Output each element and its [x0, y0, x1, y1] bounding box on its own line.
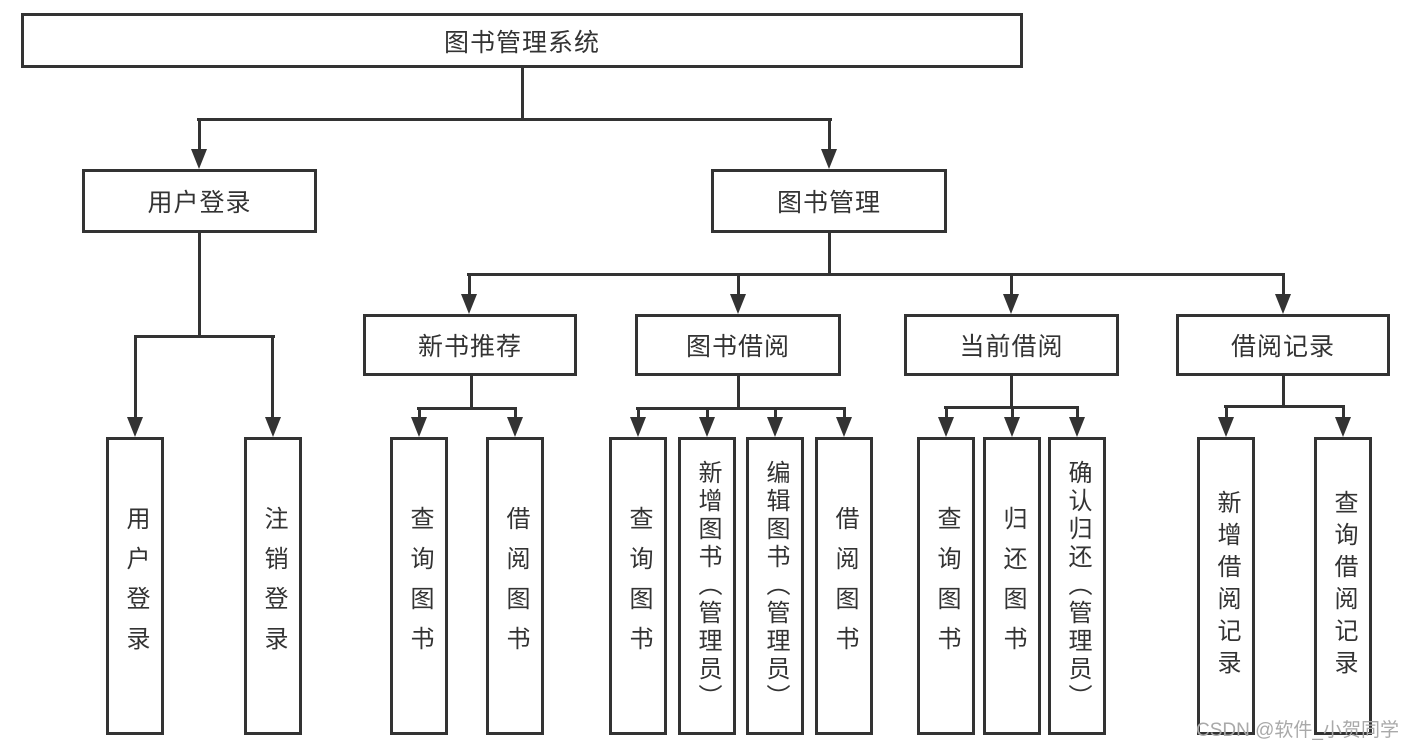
leaf-bb-edit-books-admin-label: 编辑图书（管理员）: [762, 460, 789, 712]
connector-line: [468, 273, 471, 296]
leaf-logout-label: 注销登录: [260, 506, 287, 666]
connector-line: [1342, 405, 1345, 419]
arrow-down-icon: [730, 294, 746, 314]
connector-line: [636, 407, 846, 410]
connector-line: [418, 407, 421, 419]
node-borrow-records-label: 借阅记录: [1230, 333, 1335, 361]
node-borrow-records: 借阅记录: [1176, 314, 1390, 376]
arrow-down-icon: [1069, 417, 1085, 437]
leaf-cb-confirm-return-admin-label: 确认归还（管理员）: [1064, 460, 1091, 712]
arrow-down-icon: [1218, 417, 1234, 437]
leaf-bb-query-books-label: 查询图书: [625, 506, 652, 666]
connector-line: [1010, 273, 1013, 296]
watermark: CSDN @软件_小贺同学: [1196, 720, 1399, 741]
node-new-book-recommend: 新书推荐: [363, 314, 577, 376]
connector-line: [134, 335, 275, 338]
arrow-down-icon: [1335, 417, 1351, 437]
connector-line: [470, 376, 473, 410]
leaf-br-add-record-label: 新增借阅记录: [1213, 490, 1240, 682]
node-book-borrow-label: 图书借阅: [685, 333, 790, 361]
leaf-cb-return-books-label: 归还图书: [999, 506, 1026, 666]
connector-line: [843, 407, 846, 419]
leaf-user-login: 用户登录: [106, 437, 164, 735]
leaf-cb-query-books: 查询图书: [917, 437, 975, 735]
leaf-bb-add-books-admin-label: 新增图书（管理员）: [694, 460, 721, 712]
connector-line: [1225, 405, 1228, 419]
arrow-down-icon: [1004, 417, 1020, 437]
arrow-down-icon: [411, 417, 427, 437]
connector-line: [1076, 406, 1079, 419]
leaf-bb-edit-books-admin: 编辑图书（管理员）: [746, 437, 804, 735]
leaf-cb-return-books: 归还图书: [983, 437, 1041, 735]
node-book-borrow: 图书借阅: [635, 314, 841, 376]
connector-line: [1282, 376, 1285, 408]
connector-line: [828, 118, 831, 151]
node-book-management-label: 图书管理: [776, 189, 881, 217]
node-book-management: 图书管理: [711, 169, 947, 233]
connector-line: [945, 406, 948, 419]
leaf-cb-confirm-return-admin: 确认归还（管理员）: [1048, 437, 1106, 735]
connector-line: [1224, 405, 1345, 408]
arrow-down-icon: [821, 149, 837, 169]
node-root-label: 图书管理系统: [443, 28, 600, 57]
connector-line: [706, 407, 709, 419]
connector-line: [737, 273, 740, 296]
leaf-bb-borrow-books-label: 借阅图书: [831, 506, 858, 666]
leaf-nb-borrow-books-label: 借阅图书: [502, 506, 529, 666]
connector-line: [774, 407, 777, 419]
leaf-nb-query-books-label: 查询图书: [406, 506, 433, 666]
connector-line: [737, 376, 740, 410]
node-root: 图书管理系统: [21, 13, 1023, 68]
connector-line: [637, 407, 640, 419]
connector-line: [514, 407, 517, 419]
arrow-down-icon: [507, 417, 523, 437]
connector-line: [1011, 406, 1014, 419]
node-user-login-label: 用户登录: [147, 189, 252, 217]
connector-line: [198, 118, 201, 151]
node-user-login: 用户登录: [82, 169, 317, 233]
connector-line: [828, 233, 831, 276]
leaf-nb-borrow-books: 借阅图书: [486, 437, 544, 735]
connector-line: [197, 118, 832, 121]
arrow-down-icon: [699, 417, 715, 437]
arrow-down-icon: [767, 417, 783, 437]
arrow-down-icon: [265, 417, 281, 437]
connector-line: [134, 335, 137, 417]
node-current-borrow: 当前借阅: [904, 314, 1119, 376]
leaf-cb-query-books-label: 查询图书: [933, 506, 960, 666]
leaf-logout: 注销登录: [244, 437, 302, 735]
leaf-bb-add-books-admin: 新增图书（管理员）: [678, 437, 736, 735]
leaf-user-login-label: 用户登录: [122, 506, 149, 666]
arrow-down-icon: [1275, 294, 1291, 314]
connector-line: [521, 68, 524, 121]
connector-line: [198, 233, 201, 338]
leaf-bb-borrow-books: 借阅图书: [815, 437, 873, 735]
arrow-down-icon: [191, 149, 207, 169]
leaf-br-add-record: 新增借阅记录: [1197, 437, 1255, 735]
leaf-bb-query-books: 查询图书: [609, 437, 667, 735]
connector-line: [467, 273, 1285, 276]
arrow-down-icon: [630, 417, 646, 437]
leaf-nb-query-books: 查询图书: [390, 437, 448, 735]
node-new-book-recommend-label: 新书推荐: [417, 333, 522, 361]
arrow-down-icon: [1003, 294, 1019, 314]
connector-line: [417, 407, 517, 410]
node-current-borrow-label: 当前借阅: [959, 333, 1064, 361]
leaf-br-query-record: 查询借阅记录: [1314, 437, 1372, 735]
arrow-down-icon: [461, 294, 477, 314]
arrow-down-icon: [938, 417, 954, 437]
connector-line: [1282, 273, 1285, 296]
leaf-br-query-record-label: 查询借阅记录: [1330, 490, 1357, 682]
arrow-down-icon: [127, 417, 143, 437]
arrow-down-icon: [836, 417, 852, 437]
connector-line: [1010, 376, 1013, 409]
connector-line: [271, 335, 274, 417]
